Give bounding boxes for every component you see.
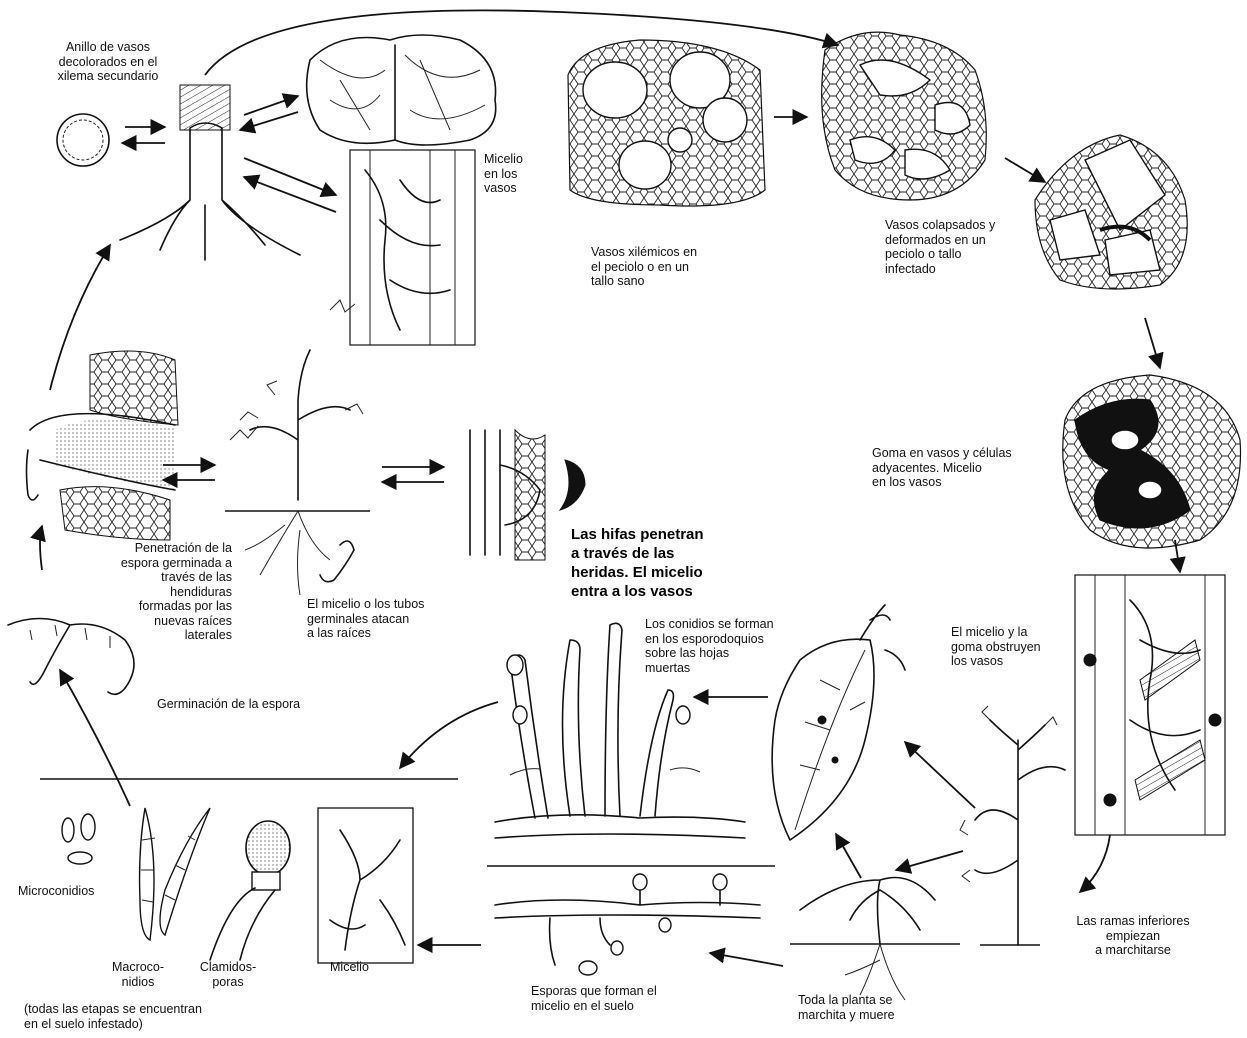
xylem-ring-crosssection bbox=[57, 114, 109, 166]
wilting-plant-lower-branches bbox=[960, 706, 1065, 945]
mycelium-in-vessels-longitudinal bbox=[350, 150, 475, 345]
macroconidia-drawing bbox=[140, 808, 210, 940]
soil-mycelium-spores bbox=[487, 866, 775, 975]
label-xylem-ring: Anillo de vasos decolorados en el xilema… bbox=[28, 40, 188, 84]
chlamydospores-drawing bbox=[210, 821, 290, 960]
young-plant bbox=[225, 300, 370, 595]
deformed-vessels-closeup bbox=[1035, 135, 1187, 289]
label-conidia-form: Los conidios se forman en los esporodoqu… bbox=[645, 617, 810, 675]
label-spores-forming-mycelium: Esporas que forman el micelio en el suel… bbox=[531, 984, 711, 1013]
label-all-stages-soil: (todas las etapas se encuentran en el su… bbox=[24, 1002, 284, 1031]
dead-wilted-plant bbox=[790, 878, 960, 1001]
gum-in-vessels bbox=[1063, 375, 1241, 548]
label-chlamydospores: Clamidos- poras bbox=[193, 960, 263, 989]
microconidia-drawing bbox=[62, 814, 95, 864]
spore-penetrating-root bbox=[27, 351, 179, 540]
infected-root-illustration bbox=[120, 85, 300, 260]
label-mycelium-gum-obstruct: El micelio y la goma obstruyen los vasos bbox=[951, 625, 1066, 669]
label-microconidia: Microconidios bbox=[18, 884, 128, 899]
label-mycelium-in-vessels: Micelio en los vasos bbox=[484, 152, 564, 196]
label-spore-germination: Germinación de la espora bbox=[157, 697, 357, 712]
label-macroconidia: Macroco- nidios bbox=[103, 960, 173, 989]
mycelium-drawing bbox=[318, 808, 413, 963]
label-lower-branches-wilt: Las ramas inferiores empiezan a marchita… bbox=[1053, 914, 1213, 958]
label-collapsed-vessels: Vasos colapsados y deformados en un peci… bbox=[885, 218, 1040, 276]
label-gum-in-vessels: Goma en vasos y células adyacentes. Mice… bbox=[872, 446, 1062, 490]
label-mycelium-attacks-roots: El micelio o los tubos germinales atacan… bbox=[307, 597, 457, 641]
infected-vessel-cells bbox=[307, 35, 496, 145]
label-mycelium: Micelio bbox=[330, 960, 400, 975]
label-germinated-spore-penetration: Penetración de la espora germinada a tra… bbox=[70, 541, 232, 643]
healthy-xylem-vessels bbox=[568, 40, 765, 206]
label-whole-plant-wilts: Toda la planta se marchita y muere bbox=[798, 993, 988, 1022]
collapsed-vessels bbox=[822, 32, 987, 200]
obstructed-vessels bbox=[1075, 575, 1225, 835]
label-healthy-vessels: Vasos xilémicos en el peciolo o en un ta… bbox=[591, 245, 751, 289]
hyphae-penetration-section bbox=[470, 430, 585, 560]
label-hyphae-penetrate: Las hifas penetran a través de las herid… bbox=[571, 525, 741, 601]
